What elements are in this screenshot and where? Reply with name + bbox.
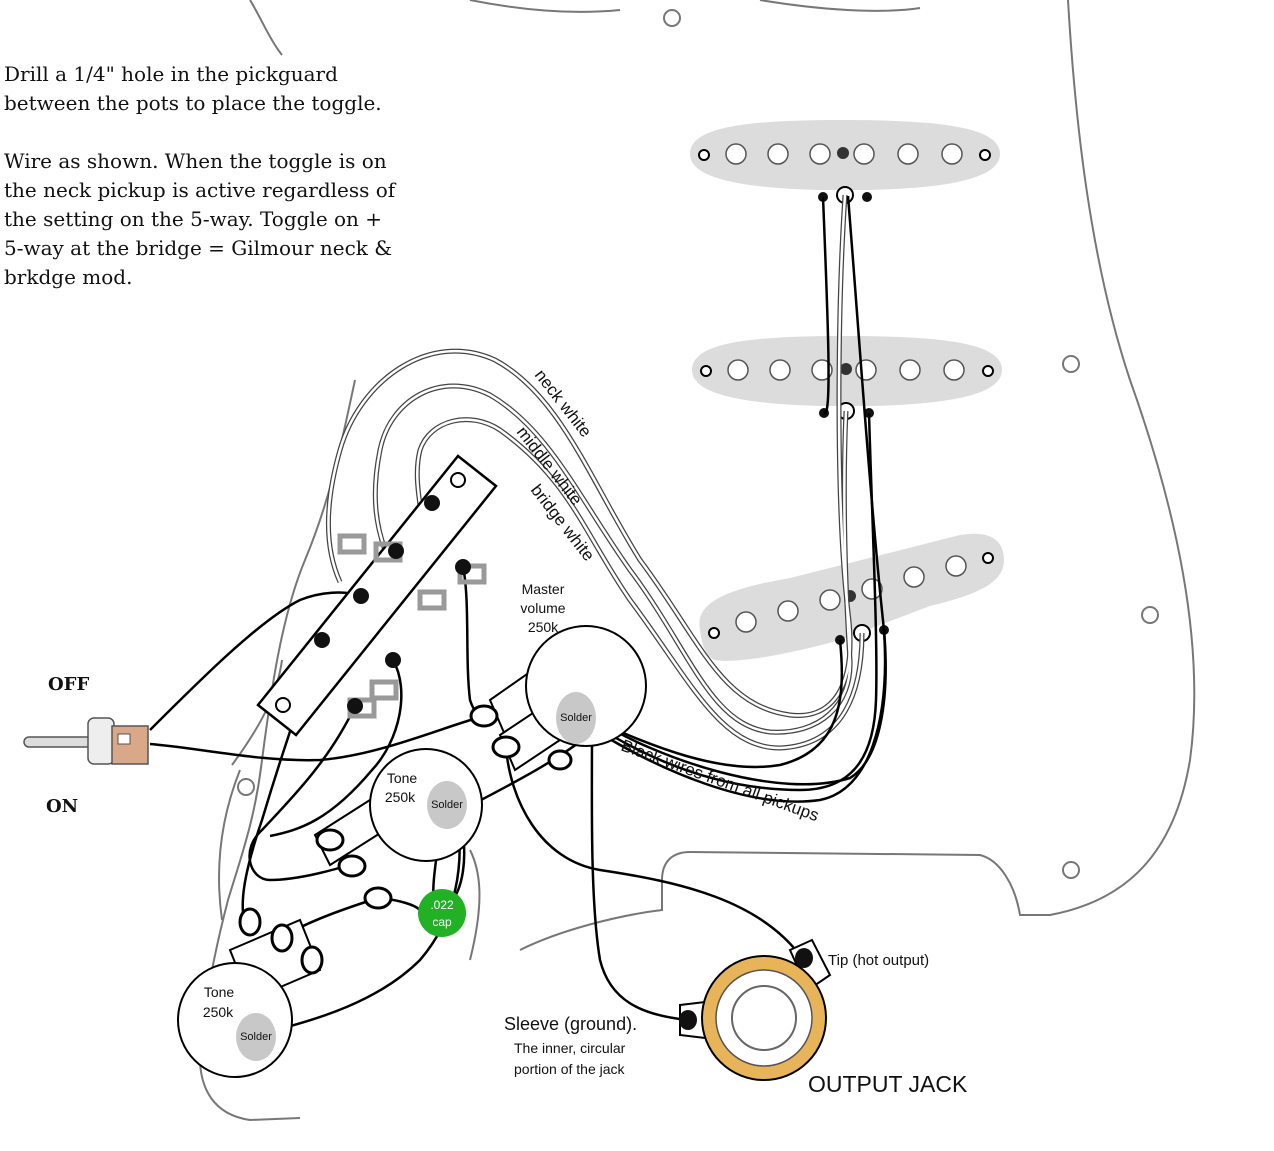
- toggle-off-label: OFF: [48, 674, 89, 695]
- tone2-label-1: Tone: [204, 984, 235, 1000]
- master-label-2: volume: [520, 600, 565, 616]
- inner-label-1: The inner, circular: [514, 1040, 626, 1056]
- screw-holes: [237, 9, 1159, 879]
- output-jack-title: OUTPUT JACK: [808, 1071, 968, 1097]
- tone2-label-2: 250k: [203, 1004, 234, 1020]
- toggle-on-label: ON: [46, 796, 78, 817]
- master-volume-pot: [469, 625, 647, 772]
- tone2-solder-label: Solder: [240, 1031, 272, 1043]
- drill-instruction: Drill a 1/4" hole in the pickguard betwe…: [4, 62, 382, 115]
- sleeve-label: Sleeve (ground).: [504, 1014, 637, 1034]
- tone1-label-2: 250k: [385, 789, 416, 805]
- tone1-label-1: Tone: [387, 770, 418, 786]
- master-label-3: 250k: [528, 619, 559, 635]
- five-way-switch: [256, 454, 498, 737]
- neck-pickup: [690, 120, 1000, 204]
- capacitor: [418, 889, 466, 937]
- master-label-1: Master: [522, 581, 565, 597]
- cap-label-2: cap: [432, 915, 452, 929]
- mini-toggle-switch: [23, 717, 149, 765]
- inner-label-2: portion of the jack: [514, 1061, 626, 1077]
- wiring-instruction: Wire as shown. When the toggle is on the…: [4, 149, 396, 289]
- tip-label: Tip (hot output): [828, 952, 929, 969]
- tone1-solder-label: Solder: [431, 799, 463, 811]
- tone-pot-middle: [313, 748, 483, 910]
- master-solder-label: Solder: [560, 712, 592, 724]
- bridge-pickup: [699, 533, 1004, 661]
- white-wires: [325, 194, 865, 751]
- middle-pickup: [692, 336, 1002, 420]
- tone-pot-bridge: [177, 907, 324, 1078]
- output-jack: [679, 938, 832, 1081]
- cap-label-1: .022: [430, 898, 454, 912]
